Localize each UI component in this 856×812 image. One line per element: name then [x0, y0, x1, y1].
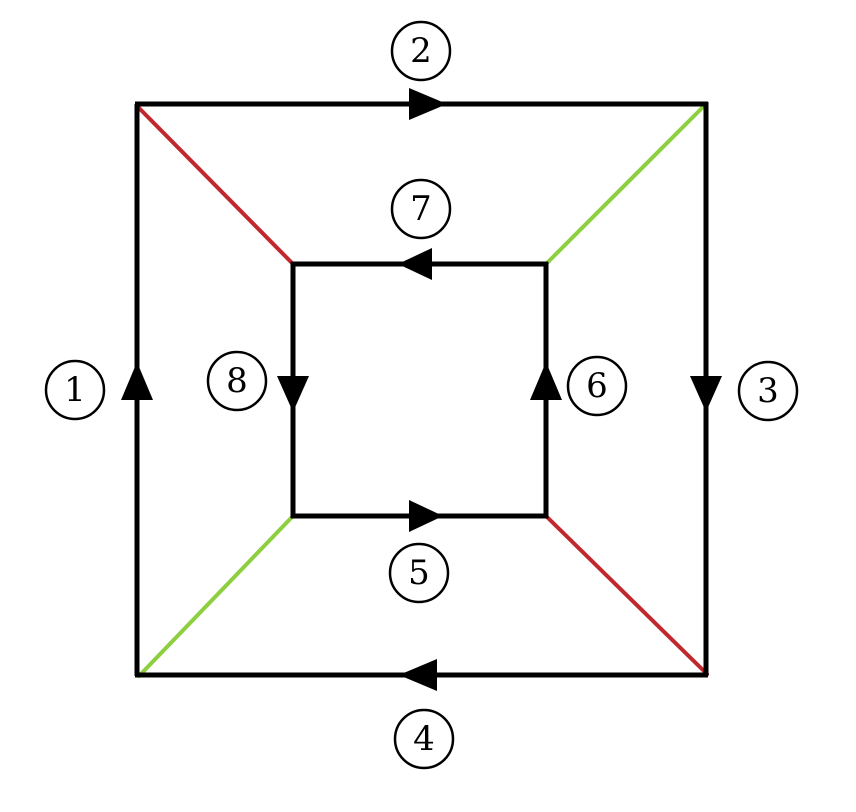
label-4-text: 4 — [413, 719, 435, 759]
arrow-left-icon — [399, 659, 437, 691]
label-5: 5 — [388, 542, 450, 604]
label-2: 2 — [390, 20, 452, 82]
label-5-text: 5 — [408, 553, 430, 593]
arrow-up-icon — [121, 362, 153, 400]
label-8-text: 8 — [226, 361, 248, 401]
green-diagonal-top-right — [544, 102, 708, 266]
red-diagonal-top-left — [135, 104, 295, 266]
label-1-text: 1 — [64, 370, 86, 410]
red-diagonal-bottom-right — [544, 514, 709, 676]
label-4: 4 — [393, 708, 455, 770]
label-2-text: 2 — [410, 31, 432, 71]
label-8: 8 — [206, 350, 268, 412]
arrow-right-icon — [409, 500, 443, 532]
label-3: 3 — [737, 360, 799, 422]
label-6: 6 — [566, 355, 628, 417]
arrow-right-icon — [409, 88, 447, 120]
arrow-down-icon — [690, 376, 722, 412]
arrow-left-icon — [398, 248, 432, 280]
label-3-text: 3 — [757, 371, 779, 411]
arrow-up-icon — [530, 362, 562, 400]
green-diagonal-bottom-left — [137, 514, 295, 678]
label-1: 1 — [44, 359, 106, 421]
label-6-text: 6 — [586, 366, 608, 406]
label-7-text: 7 — [410, 189, 432, 229]
arrow-down-icon — [277, 376, 309, 412]
label-7: 7 — [390, 178, 452, 240]
